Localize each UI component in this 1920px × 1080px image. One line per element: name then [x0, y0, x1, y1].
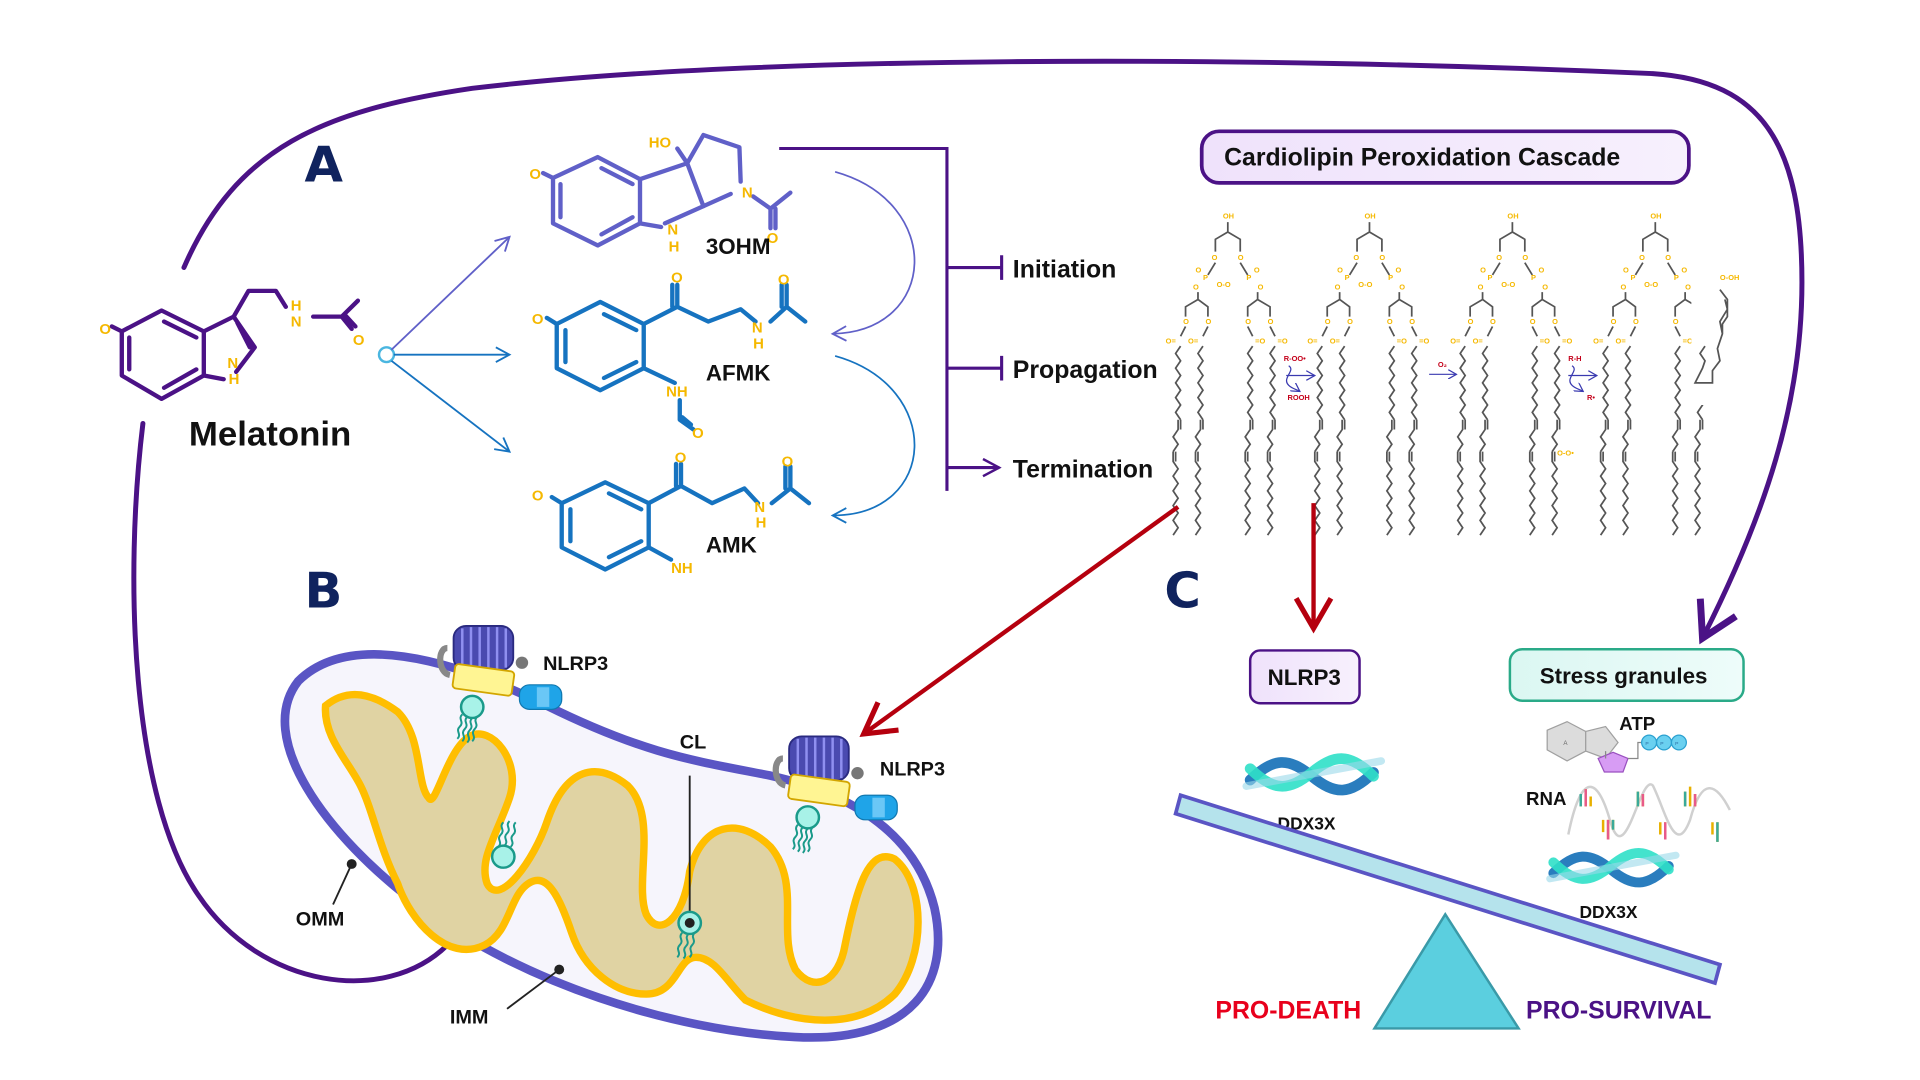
svg-text:P: P	[1675, 741, 1679, 747]
3ohm-label: 3OHM	[706, 234, 771, 259]
svg-text:R•: R•	[1587, 393, 1595, 402]
svg-text:O: O	[99, 322, 111, 338]
svg-text:O: O	[671, 270, 683, 286]
melatonin-to-stress-granules-arrow	[181, 58, 1805, 645]
svg-text:NH: NH	[666, 384, 688, 400]
svg-text:ROOH: ROOH	[1287, 393, 1309, 402]
svg-text:P: P	[1660, 741, 1664, 747]
svg-text:Stress granules: Stress granules	[1540, 664, 1708, 689]
svg-text:O-OH: O-OH	[1720, 273, 1739, 282]
svg-text:N: N	[754, 500, 765, 516]
svg-text:Cardiolipin Peroxidation Casca: Cardiolipin Peroxidation Cascade	[1224, 145, 1620, 172]
svg-text:O: O	[692, 426, 704, 442]
svg-text:N: N	[667, 222, 678, 238]
svg-text:O: O	[532, 312, 544, 328]
oxidized-tail: O-OH O-O•	[1557, 273, 1742, 457]
amk-structure: O O O N H NH	[532, 451, 812, 577]
nlrp3-right-label: NLRP3	[880, 759, 945, 781]
ddx3x-right-helix-icon	[1550, 853, 1676, 882]
svg-text:P: P	[1645, 741, 1649, 747]
melatonin-structure: O H N O N H	[99, 288, 365, 402]
svg-text:HO: HO	[649, 135, 671, 151]
nlrp3-box: NLRP3	[1248, 649, 1361, 705]
afmk-to-amk-arrow	[830, 355, 916, 524]
cascade-bracket	[779, 146, 1004, 491]
svg-text:H: H	[229, 372, 240, 388]
atp-icon: A P P P	[1546, 720, 1687, 773]
omm-label: OMM	[296, 908, 345, 930]
svg-text:O: O	[778, 273, 790, 289]
melatonin-label: Melatonin	[189, 416, 351, 454]
svg-text:O₂: O₂	[1438, 360, 1447, 369]
imm-label: IMM	[450, 1007, 489, 1029]
svg-text:NH: NH	[671, 561, 693, 577]
melatonin-branch	[377, 235, 512, 453]
ddx3x-right-label: DDX3X	[1579, 902, 1637, 922]
svg-text:H: H	[753, 337, 764, 353]
ddx3x-left-helix-icon	[1246, 759, 1381, 790]
svg-text:R-H: R-H	[1568, 354, 1581, 363]
pro-death-label: PRO-DEATH	[1215, 998, 1361, 1025]
svg-text:N: N	[742, 186, 753, 202]
stress-granules-box: Stress granules	[1508, 648, 1745, 702]
reaction-2: O₂	[1429, 360, 1456, 374]
inner-mitochondrial-membrane	[321, 690, 922, 1024]
svg-text:H: H	[291, 299, 302, 315]
cascade-step-initiation: Initiation	[1013, 256, 1117, 283]
afmk-label: AFMK	[706, 361, 771, 386]
cascade-step-termination: Termination	[1013, 457, 1153, 484]
svg-text:H: H	[669, 240, 680, 256]
svg-text:O: O	[532, 489, 544, 505]
3ohm-structure: O HO N O N H	[529, 132, 793, 256]
amk-label: AMK	[706, 532, 757, 557]
svg-text:R-OO•: R-OO•	[1284, 354, 1306, 363]
seesaw-beam	[1173, 792, 1723, 986]
svg-text:N: N	[752, 321, 763, 337]
cascade-to-mito-nlrp3-arrow	[859, 505, 1180, 737]
rna-icon	[1567, 783, 1731, 842]
panel-label-b: B	[304, 562, 342, 620]
panel-label-a: A	[304, 136, 342, 194]
cardiolipin-title-box: Cardiolipin Peroxidation Cascade	[1199, 129, 1691, 185]
pro-survival-label: PRO-SURVIVAL	[1526, 998, 1711, 1025]
svg-text:O: O	[675, 451, 687, 467]
cascade-step-propagation: Propagation	[1013, 357, 1158, 384]
reaction-3: R-H R•	[1568, 354, 1597, 402]
svg-text:O: O	[529, 167, 541, 183]
cl-label: CL	[680, 732, 706, 754]
svg-text:O: O	[353, 333, 365, 349]
seesaw-fulcrum	[1372, 911, 1521, 1030]
rna-label: RNA	[1526, 788, 1566, 809]
cardiolipin-molecule-2	[1306, 210, 1431, 536]
cardiolipin-molecule-1	[1164, 210, 1289, 536]
afmk-structure: O O O N H NH O	[532, 270, 808, 442]
cardiolipin-molecule-3	[1449, 210, 1574, 536]
nlrp3-top-label: NLRP3	[543, 653, 608, 675]
reaction-1: R-OO• ROOH	[1284, 354, 1315, 402]
atp-label: ATP	[1619, 713, 1655, 734]
svg-text:N: N	[291, 315, 302, 331]
svg-text:NLRP3: NLRP3	[1268, 665, 1341, 690]
panel-label-c: C	[1164, 562, 1200, 620]
svg-text:N: N	[227, 356, 238, 372]
svg-text:O-O•: O-O•	[1557, 448, 1574, 457]
svg-text:H: H	[756, 516, 767, 532]
3ohm-to-afmk-arrow	[830, 170, 916, 342]
svg-text:A: A	[1563, 740, 1568, 747]
mitochondrion	[280, 650, 943, 1042]
svg-text:O: O	[782, 454, 794, 470]
svg-text:O: O	[767, 231, 779, 247]
